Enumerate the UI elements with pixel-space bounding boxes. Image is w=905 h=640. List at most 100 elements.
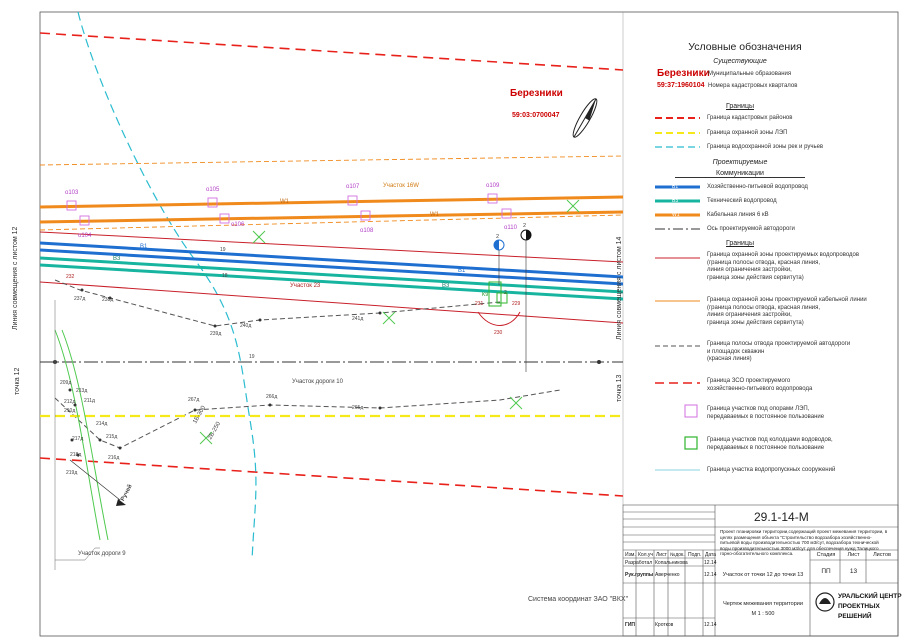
map-body: [40, 12, 623, 570]
pipeline-b1-a: [40, 241, 623, 279]
cadastral-number-label: 59:03:0700047: [512, 112, 560, 119]
tb-header: Дата: [705, 552, 717, 558]
cadastral-border-bottom: [40, 457, 623, 497]
tb-date: 12.14: [704, 572, 717, 578]
id-bottom-3: о108: [360, 228, 374, 234]
plot-23-label: Участок 23: [290, 283, 321, 289]
legend-title: Условные обозначения: [688, 41, 802, 53]
road-allotment-lower: [54, 389, 561, 449]
id-bottom-2: о106: [231, 222, 245, 228]
id-bottom-1: о104: [78, 233, 92, 239]
legend-tag: B1: [672, 184, 679, 190]
point-label: 219д: [66, 470, 78, 476]
point-label: 19: [220, 247, 226, 253]
title-block: [622, 504, 899, 637]
point-label: 232: [66, 274, 75, 280]
left-edge-label: Линия совмещения с листом 12: [12, 226, 19, 330]
legend-item: Хозяйственно-питьевой водопровод: [707, 184, 808, 190]
tb-header: Изм.: [625, 552, 636, 558]
tb-date: 12.14: [704, 560, 717, 566]
point-label: 237д: [74, 296, 86, 302]
point-label: 212д: [64, 399, 76, 405]
point-label: 217д: [72, 436, 84, 442]
pipeline-b3-b: [40, 263, 623, 301]
tb-role: Рук.группы: [625, 572, 654, 578]
legend-cad-num: 59:37:1960104: [657, 82, 705, 89]
legend-item: Граница полосы отвода проектируемой авто…: [707, 341, 851, 362]
survey-points: [53, 288, 601, 457]
pipeline-b3-a: [40, 256, 623, 294]
company-logo: [815, 592, 835, 612]
cable-line-w1-top: [40, 195, 623, 209]
legend-borders: Границы: [726, 103, 754, 110]
water-protection-zone: [77, 12, 257, 561]
project-description: Проект планировки территории,содержащий …: [720, 529, 888, 557]
pole-num-label: 2: [523, 223, 527, 229]
road-10-label: Участок дороги 10: [292, 379, 343, 385]
place-name-label: Березники: [510, 88, 563, 99]
point-label: 231: [475, 301, 484, 307]
river-arrow: [116, 499, 126, 506]
river-line: [69, 459, 121, 501]
tag-b3-b: B3: [442, 283, 450, 289]
point-label: 266д: [266, 394, 278, 400]
sheet-header: Лист: [847, 552, 860, 558]
point-label: 209д: [60, 380, 72, 386]
point-label: K9: [482, 292, 489, 298]
tb-role: Разработал: [625, 560, 653, 566]
stage-header: Стадия: [816, 552, 836, 558]
point-label: 230: [494, 330, 503, 336]
tb-date: 12.14: [704, 622, 717, 628]
north-arrow: [572, 98, 598, 138]
legend-item: Граница участков под опорами ЛЭП, переда…: [707, 406, 825, 420]
point-label: 18: [222, 273, 228, 279]
pole-num-label: 2: [504, 290, 507, 296]
legend-item: Технический водопровод: [707, 198, 777, 204]
green-line-1: [54, 329, 101, 541]
id-top-2: о105: [206, 187, 220, 193]
tb-name: Кротков: [655, 622, 674, 628]
well-plot: [488, 281, 502, 307]
point-label: 214д: [96, 421, 108, 427]
id-top-4: о109: [486, 183, 500, 189]
legend-projected: Проектируемые: [712, 159, 768, 166]
tb-header: №док.: [670, 552, 685, 558]
cable-zone-top: [40, 155, 623, 166]
point-label: 216д: [108, 455, 120, 461]
drawing-name: Чертеж межевания территории: [723, 601, 803, 607]
tb-header: Лист: [656, 552, 667, 558]
plot-16w-label: Участок 16W: [383, 183, 419, 189]
tag-b3-a: B3: [113, 256, 121, 262]
point-label: 241д: [352, 316, 364, 322]
stage-value: ПП: [821, 568, 831, 575]
legend-existing: Существующие: [713, 58, 767, 65]
legend-item: Граница участков под колодцами водоводов…: [707, 437, 833, 451]
point-label: 211д: [84, 398, 95, 404]
tag-b1-a: B1: [140, 244, 148, 250]
point-label: 19: [249, 354, 255, 360]
point-label: 265д: [352, 405, 364, 411]
legend-item: Граница участка водопропускных сооружени…: [707, 467, 836, 473]
legend-communications: Коммуникации: [675, 170, 805, 178]
sheet-value: 13: [849, 568, 858, 575]
drawing-code: 29.1-14-М: [754, 510, 809, 524]
sheet-frame: [39, 11, 899, 637]
tb-name: Аверченко: [655, 572, 680, 578]
point-label: 213д: [76, 388, 88, 394]
cable-line-w1-bottom: [40, 210, 623, 224]
legend-item: Граница охранной зоны проектируемых водо…: [707, 252, 860, 281]
tb-header: Подп.: [688, 552, 702, 558]
legend-tag: B3: [672, 198, 679, 204]
legend-symbols: [655, 117, 700, 471]
point-label: 229: [512, 301, 521, 307]
id-top-1: о103: [65, 190, 79, 196]
point-label: 210д: [64, 408, 76, 414]
zso-arc: [477, 311, 521, 326]
point-label: 267д: [188, 397, 200, 403]
right-point-label: точка 13: [616, 374, 623, 402]
cable-zone-bottom: [40, 214, 623, 231]
point-label: 2: [496, 234, 500, 240]
right-edge-label: Линия совмещения с листом 14: [616, 236, 623, 340]
cadastral-border-top: [40, 32, 623, 71]
tb-role: ГИП: [625, 622, 636, 628]
